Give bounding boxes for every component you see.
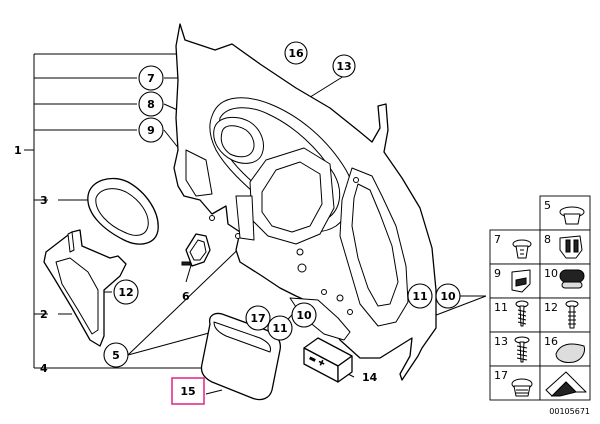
svg-text:16: 16 xyxy=(288,47,304,60)
callout-11-right: 11 xyxy=(407,283,433,309)
callout-9: 9 xyxy=(138,117,164,143)
callout-17: 17 xyxy=(245,305,271,331)
legend-icon-arrow xyxy=(545,371,587,397)
legend-icon-17-rivet xyxy=(511,378,533,397)
legend-num-10: 10 xyxy=(544,267,558,280)
svg-text:13: 13 xyxy=(336,60,351,73)
part-15-box xyxy=(200,312,282,401)
callout-8: 8 xyxy=(138,91,164,117)
legend-num-7: 7 xyxy=(494,233,501,246)
label-1: 1 xyxy=(14,144,22,157)
legend-icon-10-nut xyxy=(559,269,585,289)
legend-num-13: 13 xyxy=(494,335,508,348)
label-6: 6 xyxy=(182,290,190,303)
callout-5: 5 xyxy=(103,342,129,368)
legend-num-11: 11 xyxy=(494,301,508,314)
svg-text:12: 12 xyxy=(118,286,133,299)
part-2-pillar-trim xyxy=(43,229,127,347)
callout-10-left: 10 xyxy=(291,302,317,328)
svg-text:11: 11 xyxy=(272,322,287,335)
diagram-number: 00105671 xyxy=(549,407,590,416)
highlighted-part-15[interactable]: 15 xyxy=(171,377,205,405)
main-side-trim-panel xyxy=(173,23,437,381)
callout-11-left: 11 xyxy=(267,315,293,341)
legend-icon-13-screw xyxy=(514,336,530,363)
legend-icon-12-screw xyxy=(565,300,579,329)
legend-icon-8-clip xyxy=(559,235,583,259)
legend-num-8: 8 xyxy=(544,233,551,246)
legend-icon-7-expansion-rivet xyxy=(512,239,532,259)
legend-icon-9-bracket xyxy=(511,269,531,293)
label-2: 2 xyxy=(40,308,48,321)
callout-7: 7 xyxy=(138,65,164,91)
svg-text:10: 10 xyxy=(440,290,456,303)
legend-num-5: 5 xyxy=(544,199,551,212)
callout-10-right: 10 xyxy=(435,283,461,309)
svg-text:8: 8 xyxy=(147,98,155,111)
callout-16: 16 xyxy=(284,41,308,65)
part-6-clip xyxy=(181,233,211,267)
svg-text:5: 5 xyxy=(112,349,120,362)
label-4: 4 xyxy=(40,362,48,375)
legend-icon-11-screw xyxy=(515,300,529,327)
callout-13: 13 xyxy=(332,54,356,78)
svg-text:11: 11 xyxy=(412,290,427,303)
svg-text:10: 10 xyxy=(296,309,312,322)
label-14: 14 xyxy=(362,371,378,384)
legend-num-12: 12 xyxy=(544,301,558,314)
legend-num-9: 9 xyxy=(494,267,501,280)
part-3-cover xyxy=(87,177,159,245)
svg-text:9: 9 xyxy=(147,124,155,137)
svg-text:15: 15 xyxy=(180,385,195,398)
part-14-first-aid-kit: ▬ ✚ xyxy=(303,337,353,383)
label-3: 3 xyxy=(40,194,48,207)
legend-icon-5-clip xyxy=(559,206,585,225)
callout-12: 12 xyxy=(113,279,139,305)
svg-text:17: 17 xyxy=(250,312,265,325)
legend-icon-16-pad xyxy=(555,343,585,363)
svg-text:7: 7 xyxy=(147,72,155,85)
legend-num-16: 16 xyxy=(544,335,558,348)
legend-num-17: 17 xyxy=(494,369,508,382)
